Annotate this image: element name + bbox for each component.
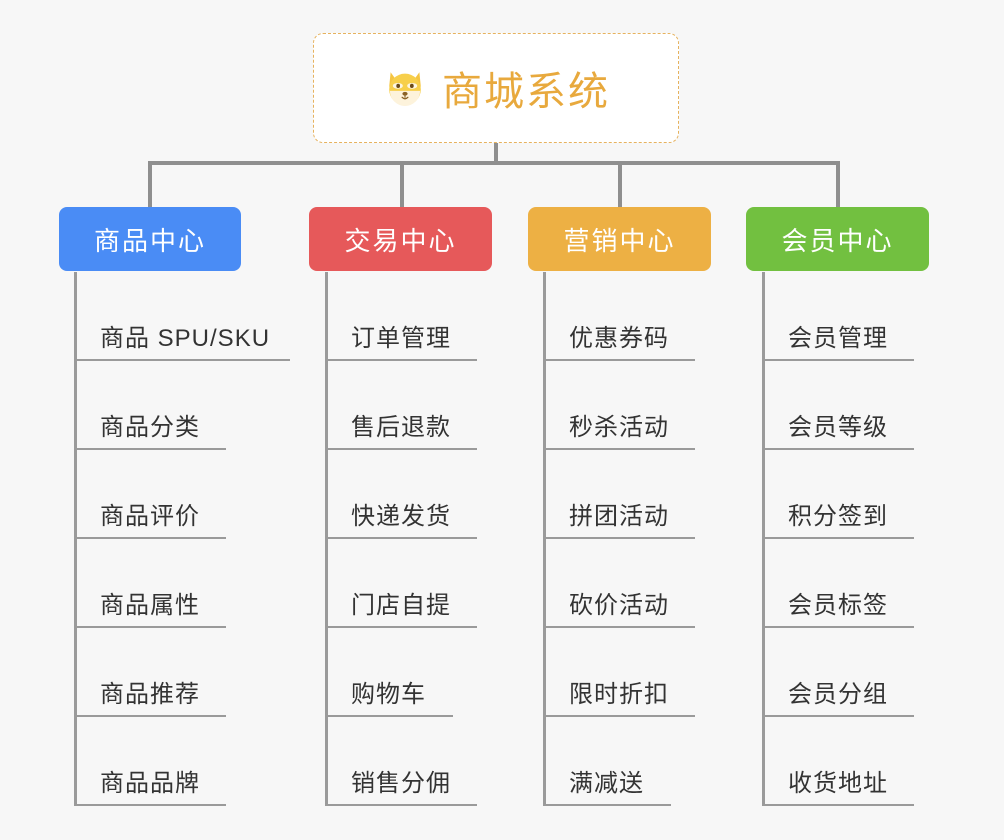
- list-item[interactable]: 快递发货: [325, 450, 477, 539]
- leaf-label: 购物车: [351, 681, 426, 709]
- list-item[interactable]: 满减送: [543, 717, 671, 806]
- column-spine-2: [325, 272, 328, 806]
- leaf-label: 订单管理: [351, 325, 451, 353]
- leaf-label: 拼团活动: [569, 503, 669, 531]
- connector-drop-3: [618, 161, 622, 207]
- list-item[interactable]: 商品品牌: [74, 717, 226, 806]
- list-item[interactable]: 秒杀活动: [543, 361, 695, 450]
- list-item[interactable]: 会员等级: [762, 361, 914, 450]
- leaf-label: 积分签到: [788, 503, 888, 531]
- column-spine-1: [74, 272, 77, 806]
- category-node-4[interactable]: 会员中心: [746, 207, 929, 271]
- leaf-list-4: 会员管理会员等级积分签到会员标签会员分组收货地址: [762, 272, 914, 806]
- category-label: 商品中心: [93, 225, 206, 256]
- root-title: 商城系统: [442, 70, 610, 114]
- list-item[interactable]: 优惠券码: [543, 272, 695, 361]
- category-node-2[interactable]: 交易中心: [309, 207, 492, 271]
- list-item[interactable]: 订单管理: [325, 272, 477, 361]
- list-item[interactable]: 会员分组: [762, 628, 914, 717]
- leaf-label: 会员分组: [788, 681, 888, 709]
- leaf-list-3: 优惠券码秒杀活动拼团活动砍价活动限时折扣满减送: [543, 272, 695, 806]
- list-item[interactable]: 拼团活动: [543, 450, 695, 539]
- list-item[interactable]: 商品 SPU/SKU: [74, 272, 290, 361]
- column-spine-3: [543, 272, 546, 806]
- list-item[interactable]: 销售分佣: [325, 717, 477, 806]
- list-item[interactable]: 收货地址: [762, 717, 914, 806]
- shiba-dog-face-icon: [382, 65, 428, 111]
- leaf-label: 销售分佣: [351, 770, 451, 798]
- leaf-label: 商品属性: [100, 592, 200, 620]
- leaf-label: 商品推荐: [100, 681, 200, 709]
- list-item[interactable]: 商品评价: [74, 450, 226, 539]
- leaf-label: 会员等级: [788, 414, 888, 442]
- leaf-label: 会员标签: [788, 592, 888, 620]
- leaf-list-1: 商品 SPU/SKU 商品分类商品评价商品属性商品推荐商品品牌: [74, 272, 290, 806]
- list-item[interactable]: 限时折扣: [543, 628, 695, 717]
- leaf-label: 商品分类: [100, 414, 200, 442]
- connector-drop-2: [400, 161, 404, 207]
- root-node-mall-system[interactable]: 商城系统: [313, 33, 679, 143]
- list-item[interactable]: 砍价活动: [543, 539, 695, 628]
- leaf-label: 优惠券码: [569, 325, 669, 353]
- list-item[interactable]: 积分签到: [762, 450, 914, 539]
- leaf-label: 收货地址: [788, 770, 888, 798]
- leaf-label: 会员管理: [788, 325, 888, 353]
- connector-horizontal-bus: [148, 161, 840, 165]
- leaf-label: 秒杀活动: [569, 414, 669, 442]
- list-item[interactable]: 商品属性: [74, 539, 226, 628]
- leaf-list-2: 订单管理售后退款快递发货门店自提购物车销售分佣: [325, 272, 477, 806]
- leaf-label: 商品 SPU/SKU: [100, 325, 271, 353]
- connector-drop-4: [836, 161, 840, 207]
- leaf-label: 商品评价: [100, 503, 200, 531]
- list-item[interactable]: 会员标签: [762, 539, 914, 628]
- category-label: 会员中心: [781, 225, 894, 256]
- list-item[interactable]: 售后退款: [325, 361, 477, 450]
- leaf-label: 门店自提: [351, 592, 451, 620]
- list-item[interactable]: 会员管理: [762, 272, 914, 361]
- connector-root-stem: [494, 143, 498, 165]
- list-item[interactable]: 门店自提: [325, 539, 477, 628]
- column-spine-4: [762, 272, 765, 806]
- leaf-label: 商品品牌: [100, 770, 200, 798]
- leaf-label: 满减送: [569, 770, 644, 798]
- list-item[interactable]: 购物车: [325, 628, 453, 717]
- category-node-3[interactable]: 营销中心: [528, 207, 711, 271]
- leaf-label: 砍价活动: [569, 592, 669, 620]
- leaf-label: 售后退款: [351, 414, 451, 442]
- list-item[interactable]: 商品分类: [74, 361, 226, 450]
- category-label: 交易中心: [344, 225, 457, 256]
- category-node-1[interactable]: 商品中心: [59, 207, 241, 271]
- category-label: 营销中心: [563, 225, 676, 256]
- leaf-label: 限时折扣: [569, 681, 669, 709]
- list-item[interactable]: 商品推荐: [74, 628, 226, 717]
- leaf-label: 快递发货: [351, 503, 451, 531]
- connector-drop-1: [148, 161, 152, 207]
